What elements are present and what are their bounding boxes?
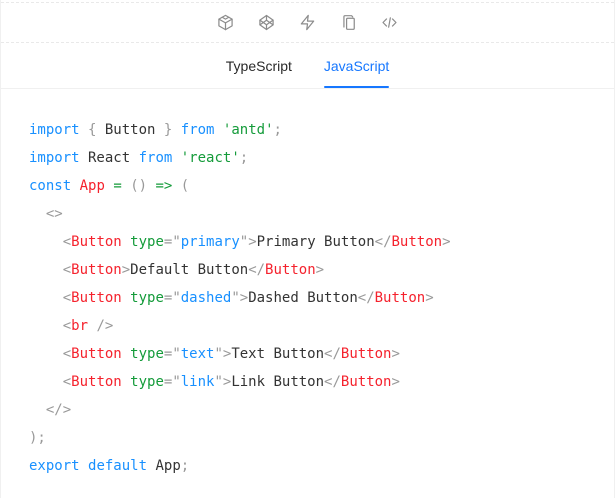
tab-typescript-label: TypeScript xyxy=(226,58,292,74)
demo-actions-toolbar xyxy=(1,2,614,43)
code-block: import { Button } from 'antd';import Rea… xyxy=(1,89,614,498)
code-line: <Button type="dashed">Dashed Button</But… xyxy=(29,284,586,312)
tab-javascript[interactable]: JavaScript xyxy=(324,43,389,88)
show-code-button[interactable] xyxy=(381,14,398,31)
code-icon xyxy=(381,14,398,31)
code-line: const App = () => ( xyxy=(29,172,586,200)
codepen-icon xyxy=(258,14,275,31)
active-tab-ink-bar xyxy=(324,86,389,88)
thunderbolt-icon xyxy=(299,14,316,31)
code-line: <br /> xyxy=(29,312,586,340)
code-line: <Button>Default Button</Button> xyxy=(29,256,586,284)
codepen-button[interactable] xyxy=(258,14,275,31)
code-line: import { Button } from 'antd'; xyxy=(29,116,586,144)
code-line: <> xyxy=(29,200,586,228)
code-line: <Button type="primary">Primary Button</B… xyxy=(29,228,586,256)
code-line: export default App; xyxy=(29,452,586,480)
codesandbox-icon xyxy=(217,14,234,31)
code-line: <Button type="link">Link Button</Button> xyxy=(29,368,586,396)
code-line: import React from 'react'; xyxy=(29,144,586,172)
copy-code-button[interactable] xyxy=(340,14,357,31)
code-line: ); xyxy=(29,424,586,452)
codesandbox-button[interactable] xyxy=(217,14,234,31)
code-language-tabs: TypeScript JavaScript xyxy=(1,43,614,89)
code-line: </> xyxy=(29,396,586,424)
code-line: <Button type="text">Text Button</Button> xyxy=(29,340,586,368)
copy-icon xyxy=(340,14,357,31)
tab-javascript-label: JavaScript xyxy=(324,58,389,74)
thunderbolt-button[interactable] xyxy=(299,14,316,31)
tab-typescript[interactable]: TypeScript xyxy=(226,43,292,88)
